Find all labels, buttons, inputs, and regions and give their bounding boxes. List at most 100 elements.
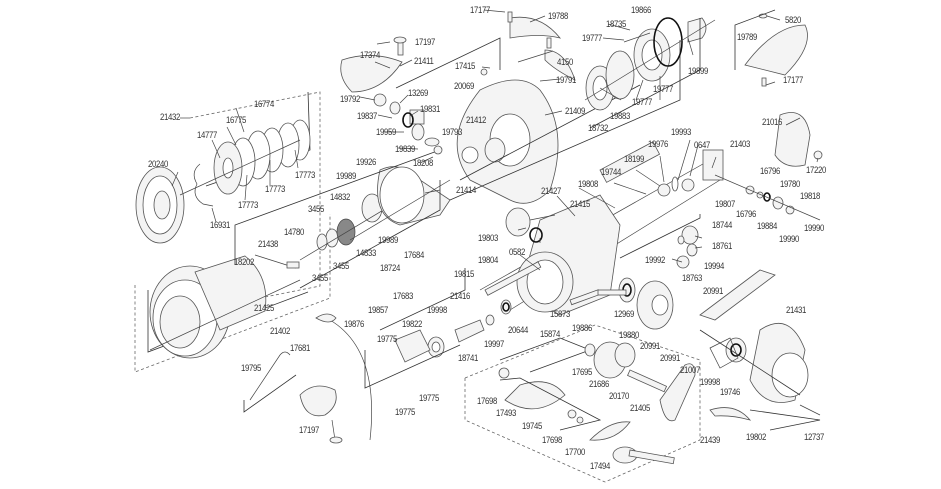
part-label[interactable]: 19815 (454, 269, 475, 280)
part-label[interactable]: 19793 (442, 127, 463, 138)
part-label[interactable]: 0647 (694, 140, 711, 151)
part-label[interactable]: 16931 (210, 220, 231, 231)
part-label[interactable]: 17177 (470, 5, 491, 16)
part-label[interactable]: 21438 (258, 239, 279, 250)
part-label[interactable]: 19780 (780, 179, 801, 190)
part-label[interactable]: 19746 (720, 387, 741, 398)
part-label[interactable]: 19998 (700, 377, 721, 388)
part-label[interactable]: 17695 (572, 367, 593, 378)
part-label[interactable]: 20069 (454, 81, 475, 92)
part-label[interactable]: 21686 (589, 379, 610, 390)
part-label[interactable]: 21416 (450, 291, 471, 302)
part-label[interactable]: 19807 (715, 199, 736, 210)
part-label[interactable]: 20170 (609, 391, 630, 402)
part-label[interactable]: 20991 (660, 353, 681, 364)
part-label[interactable]: 20991 (640, 341, 661, 352)
part-label[interactable]: 17684 (404, 250, 425, 261)
part-label[interactable]: 21405 (630, 403, 651, 414)
part-label[interactable]: 19997 (484, 339, 505, 350)
part-label[interactable]: 21402 (270, 326, 291, 337)
part-label[interactable]: 19792 (340, 94, 361, 105)
part-label[interactable]: 19992 (645, 255, 666, 266)
part-label[interactable]: 19990 (804, 223, 825, 234)
part-label[interactable]: 17493 (496, 408, 517, 419)
part-label[interactable]: 19744 (601, 167, 622, 178)
part-label[interactable]: 20991 (703, 286, 724, 297)
part-label[interactable]: 17220 (806, 165, 827, 176)
part-label[interactable]: 18724 (380, 263, 401, 274)
part-label[interactable]: 15874 (540, 329, 561, 340)
part-label[interactable]: 19989 (378, 235, 399, 246)
part-label[interactable]: 19777 (653, 84, 674, 95)
part-label[interactable]: 19822 (402, 319, 423, 330)
part-label[interactable]: 19839 (395, 144, 416, 155)
part-label[interactable]: 18763 (682, 273, 703, 284)
part-label[interactable]: 14780 (284, 227, 305, 238)
part-label[interactable]: 21007 (680, 365, 701, 376)
part-label[interactable]: 5820 (785, 15, 802, 26)
part-label[interactable]: 21439 (700, 435, 721, 446)
part-label[interactable]: 15873 (550, 309, 571, 320)
part-label[interactable]: 17374 (360, 50, 381, 61)
part-label[interactable]: 18202 (234, 257, 255, 268)
part-label[interactable]: 14832 (330, 192, 351, 203)
part-label[interactable]: 19998 (427, 305, 448, 316)
part-label[interactable]: 19883 (610, 111, 631, 122)
part-label[interactable]: 19993 (671, 127, 692, 138)
part-label[interactable]: 12969 (614, 309, 635, 320)
part-label[interactable]: 19777 (582, 33, 603, 44)
part-label[interactable]: 21431 (786, 305, 807, 316)
part-label[interactable]: 3455 (312, 273, 329, 284)
part-label[interactable]: 21403 (730, 139, 751, 150)
part-label[interactable]: 19831 (420, 104, 441, 115)
part-label[interactable]: 17681 (290, 343, 311, 354)
part-label[interactable]: 3455 (333, 261, 350, 272)
part-label[interactable]: 16774 (254, 99, 275, 110)
part-label[interactable]: 16796 (736, 209, 757, 220)
part-label[interactable]: 21427 (541, 186, 562, 197)
part-label[interactable]: 19857 (368, 305, 389, 316)
part-label[interactable]: 19775 (419, 393, 440, 404)
part-label[interactable]: 19795 (241, 363, 262, 374)
part-label[interactable]: 18208 (413, 158, 434, 169)
part-label[interactable]: 17197 (415, 37, 436, 48)
part-label[interactable]: 14833 (356, 248, 377, 259)
part-label[interactable]: 18199 (624, 154, 645, 165)
part-label[interactable]: 21016 (762, 117, 783, 128)
part-label[interactable]: 17415 (455, 61, 476, 72)
part-label[interactable]: 19876 (344, 319, 365, 330)
part-label[interactable]: 17494 (590, 461, 611, 472)
part-label[interactable]: 19802 (746, 432, 767, 443)
part-label[interactable]: 17683 (393, 291, 414, 302)
part-label[interactable]: 21425 (254, 303, 275, 314)
part-label[interactable]: 19994 (704, 261, 725, 272)
part-label[interactable]: 18741 (458, 353, 479, 364)
part-label[interactable]: 20644 (508, 325, 529, 336)
part-label[interactable]: 19959 (376, 127, 397, 138)
part-label[interactable]: 19990 (779, 234, 800, 245)
part-label[interactable]: 4150 (557, 57, 574, 68)
part-label[interactable]: 21414 (456, 185, 477, 196)
part-label[interactable]: 19789 (737, 32, 758, 43)
part-label[interactable]: 17773 (265, 184, 286, 195)
part-label[interactable]: 19777 (632, 97, 653, 108)
part-label[interactable]: 16796 (760, 166, 781, 177)
part-label[interactable]: 16775 (226, 115, 247, 126)
part-label[interactable]: 19791 (556, 75, 577, 86)
part-label[interactable]: 19788 (548, 11, 569, 22)
part-label[interactable]: 20240 (148, 159, 169, 170)
part-label[interactable]: 21409 (565, 106, 586, 117)
part-label[interactable]: 14777 (197, 130, 218, 141)
part-label[interactable]: 13269 (408, 88, 429, 99)
part-label[interactable]: 17773 (295, 170, 316, 181)
part-label[interactable]: 12737 (804, 432, 825, 443)
part-label[interactable]: 17700 (565, 447, 586, 458)
part-label[interactable]: 19804 (478, 255, 499, 266)
part-label[interactable]: 19976 (648, 139, 669, 150)
part-label[interactable]: 19775 (395, 407, 416, 418)
part-label[interactable]: 19745 (522, 421, 543, 432)
part-label[interactable]: 19775 (377, 334, 398, 345)
part-label[interactable]: 0582 (509, 247, 526, 258)
part-label[interactable]: 19884 (757, 221, 778, 232)
part-label[interactable]: 17177 (783, 75, 804, 86)
